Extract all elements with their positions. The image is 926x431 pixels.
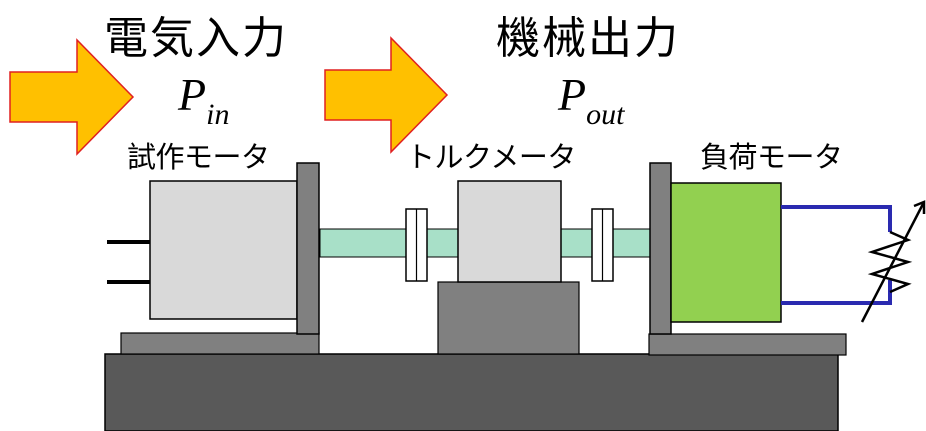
input-power-subscript: in xyxy=(206,98,230,131)
test-motor-mount xyxy=(120,332,320,355)
torque-meter-mount xyxy=(437,281,580,355)
bench-base xyxy=(104,353,839,431)
input-power-letter: P xyxy=(178,69,207,120)
mechanical-output-arrow xyxy=(324,36,449,154)
torque-meter-body xyxy=(457,180,562,283)
load-motor-flange xyxy=(649,162,672,335)
test-motor-body xyxy=(149,180,298,320)
electric-input-heading: 電気入力 xyxy=(104,13,288,64)
mechanical-output-heading: 機械出力 xyxy=(496,13,680,64)
output-power-letter: P xyxy=(558,69,587,120)
test-motor-flange xyxy=(296,162,320,335)
electric-input-arrow xyxy=(9,38,135,156)
output-power-symbol: Pout xyxy=(558,72,624,130)
load-motor-mount xyxy=(648,333,847,356)
load-wire-return xyxy=(781,280,892,305)
load-motor-body xyxy=(670,182,782,323)
torque-meter-label: トルクメータ xyxy=(406,140,576,174)
output-power-subscript: out xyxy=(586,98,625,131)
load-motor-label: 負荷モータ xyxy=(700,140,843,174)
input-power-symbol: Pin xyxy=(178,72,229,130)
test-motor-label: 試作モータ xyxy=(127,140,270,174)
load-wire xyxy=(781,205,892,232)
variable-resistor-icon xyxy=(860,200,926,323)
